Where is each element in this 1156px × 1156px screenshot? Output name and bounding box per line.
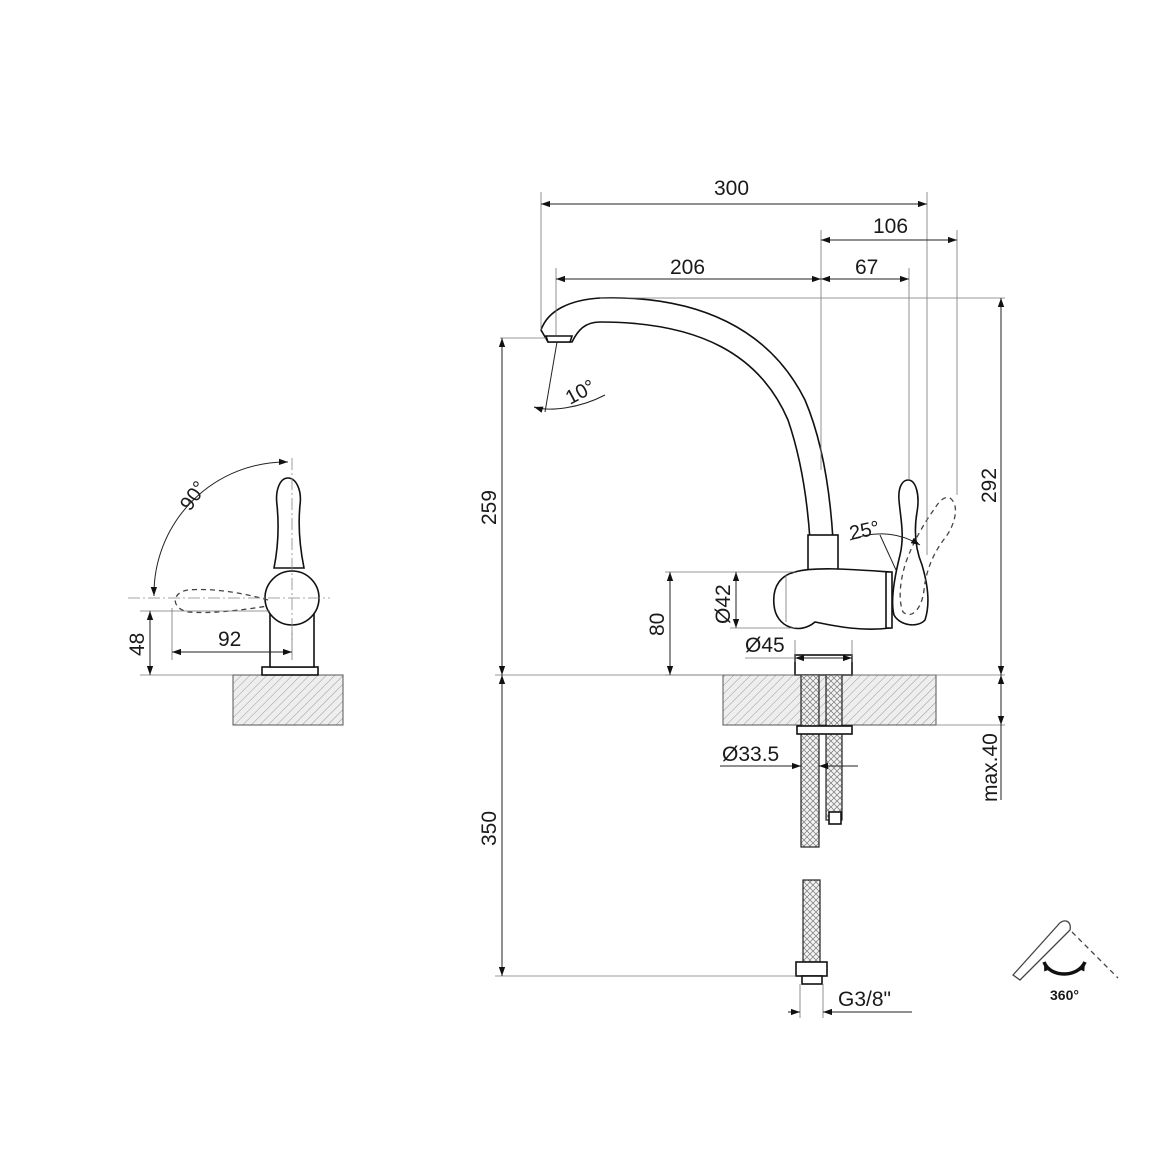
spout-angle-arc bbox=[533, 394, 606, 413]
main-view: 300 106 206 67 10° 25° 259 292 80 Ø42 bbox=[478, 177, 1005, 1018]
body-to-handle-label: 67 bbox=[855, 256, 878, 279]
handle-angle-arc bbox=[849, 533, 921, 546]
side-height-label: 48 bbox=[126, 633, 149, 656]
spout-rotation-ghost bbox=[1071, 931, 1119, 979]
supply-hose-right bbox=[825, 674, 843, 821]
side-angle-label: 90° bbox=[176, 477, 211, 514]
rotation-arrow-icon bbox=[1042, 961, 1087, 976]
connection-label: G3/8" bbox=[838, 988, 891, 1011]
body-diameter-label: Ø42 bbox=[712, 584, 735, 624]
spout bbox=[540, 297, 834, 541]
base-diameter-label: Ø45 bbox=[745, 634, 785, 657]
side-handle-rotated bbox=[174, 588, 269, 614]
threaded-rod bbox=[800, 674, 820, 848]
body-height-label: 80 bbox=[646, 613, 669, 636]
handle-angle-label: 25° bbox=[847, 517, 881, 545]
handle-reach-label: 106 bbox=[873, 215, 908, 238]
spout-rotation-icon bbox=[1012, 920, 1071, 981]
hose-connector bbox=[795, 961, 828, 977]
side-base-plate bbox=[261, 666, 319, 676]
side-reach-label: 92 bbox=[218, 628, 241, 651]
hose-fitting bbox=[828, 811, 842, 825]
hose-length-label: 350 bbox=[478, 811, 501, 846]
spout-reach-label: 206 bbox=[670, 256, 705, 279]
supply-hose-lower bbox=[802, 879, 821, 963]
mounting-nut bbox=[796, 725, 853, 735]
side-handle bbox=[273, 477, 305, 569]
rotation-label: 360° bbox=[1050, 987, 1079, 1003]
max-thickness-label: max.40 bbox=[979, 733, 1002, 802]
side-view: 90° 48 92 bbox=[126, 458, 344, 726]
rotation-badge: 360° bbox=[1012, 920, 1119, 1003]
side-angle-arc bbox=[150, 458, 289, 597]
overall-reach-label: 300 bbox=[714, 177, 749, 200]
spout-height-label: 259 bbox=[478, 490, 501, 525]
aerator bbox=[544, 335, 574, 343]
total-height-label: 292 bbox=[978, 468, 1001, 503]
spout-angle-label: 10° bbox=[562, 376, 599, 410]
handle-cartridge bbox=[885, 571, 893, 629]
main-handle-tilted bbox=[899, 496, 957, 616]
side-countertop bbox=[232, 674, 344, 726]
hole-diameter-label: Ø33.5 bbox=[722, 743, 779, 766]
hose-connector-thread bbox=[801, 975, 823, 985]
faucet-body bbox=[772, 568, 891, 631]
